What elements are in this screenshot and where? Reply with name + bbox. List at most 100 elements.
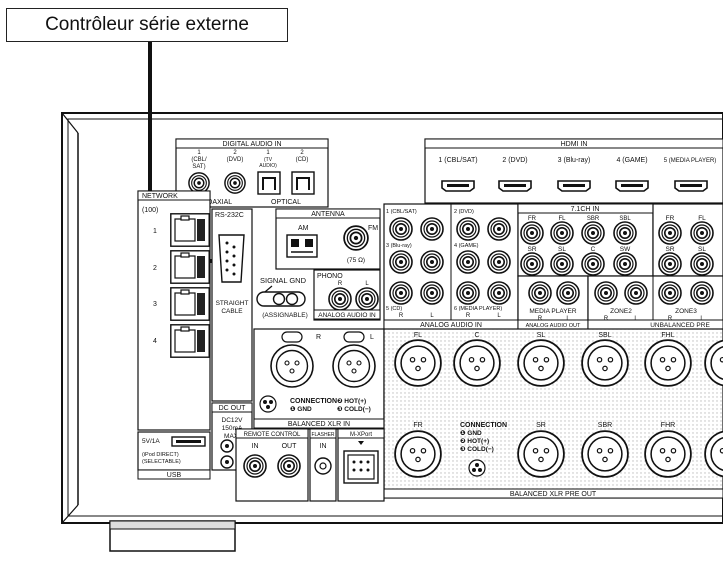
svg-text:SBR: SBR — [587, 216, 600, 222]
zone2-label: ZONE2 — [610, 308, 632, 315]
ch71-fl-jack[interactable] — [550, 221, 574, 245]
hdmi-port-5[interactable] — [674, 180, 708, 192]
xlr-pre-out-sl[interactable] — [517, 339, 565, 387]
svg-text:2: 2 — [153, 265, 157, 272]
ch71-c-jack[interactable] — [581, 252, 605, 276]
pre-out-fl-jack[interactable] — [690, 221, 714, 245]
xlr-pre-out-c[interactable] — [453, 339, 501, 387]
xlr-in-r[interactable] — [270, 344, 314, 388]
xlr-pre-out-fr[interactable] — [394, 430, 442, 478]
zone2-out-l[interactable] — [624, 281, 648, 305]
hdmi-port-4[interactable] — [615, 180, 649, 192]
svg-text:FL: FL — [698, 215, 706, 222]
zone2-out-r[interactable] — [594, 281, 618, 305]
ch71-sbl-jack[interactable] — [613, 221, 637, 245]
svg-text:L: L — [634, 316, 638, 322]
svg-text:IN: IN — [252, 443, 259, 450]
analog-in-2-l[interactable] — [487, 217, 511, 241]
phono-title: PHONO — [317, 273, 343, 280]
zone3-out-l[interactable] — [690, 281, 714, 305]
svg-text:SR: SR — [665, 246, 674, 253]
phono-jack-r[interactable] — [328, 287, 352, 311]
optical-port-1[interactable] — [257, 171, 281, 195]
lan-port-4[interactable] — [170, 324, 210, 358]
lan-port-2[interactable] — [170, 250, 210, 284]
ch71-sl-jack[interactable] — [550, 252, 574, 276]
svg-text:FL: FL — [558, 216, 566, 222]
xlr-pre-out-sr[interactable] — [517, 430, 565, 478]
xlr-in-l[interactable] — [332, 344, 376, 388]
svg-text:(iPod DIRECT): (iPod DIRECT) — [142, 452, 179, 458]
ch71-fr-jack[interactable] — [520, 221, 544, 245]
svg-text:1 (CBL/SAT): 1 (CBL/SAT) — [386, 209, 417, 215]
antenna-title: ANTENNA — [311, 211, 345, 218]
flasher-in-jack[interactable] — [314, 457, 332, 475]
svg-text:SW: SW — [620, 246, 631, 253]
analog-in-5-l[interactable] — [420, 281, 444, 305]
svg-text:C: C — [474, 332, 479, 339]
ch71-sbr-jack[interactable] — [581, 221, 605, 245]
hdmi-port-2[interactable] — [498, 180, 532, 192]
balanced-xlr-pre-out-title: BALANCED XLR PRE OUT — [510, 491, 597, 498]
svg-text:150mA: 150mA — [222, 425, 243, 432]
analog-in-1-r[interactable] — [389, 217, 413, 241]
remote-in-jack[interactable] — [243, 454, 267, 478]
analog-in-6-r[interactable] — [456, 281, 480, 305]
signal-gnd-label: SIGNAL GND — [260, 276, 307, 285]
svg-text:SR: SR — [527, 246, 536, 253]
remote-out-jack[interactable] — [277, 454, 301, 478]
xlr-pre-out-fhr[interactable] — [644, 430, 692, 478]
xlr-pre-out-sbr[interactable] — [581, 430, 629, 478]
signal-gnd-terminal[interactable] — [256, 285, 306, 307]
analog-in-3-r[interactable] — [389, 250, 413, 274]
optical-port-2[interactable] — [291, 171, 315, 195]
fm-antenna-jack[interactable] — [343, 225, 369, 251]
svg-text:2: 2 — [233, 150, 237, 156]
analog-in-1-l[interactable] — [420, 217, 444, 241]
hdmi-label-3: 3 (Blu-ray) — [558, 157, 591, 164]
analog-in-4-l[interactable] — [487, 250, 511, 274]
media-player-out-r[interactable] — [528, 281, 552, 305]
phono-section: SIGNAL GND PHONO R L (ASSIGNABLE) ANALOG… — [256, 269, 381, 321]
zone3-out-r[interactable] — [658, 281, 682, 305]
coaxial-jack-2[interactable] — [224, 172, 246, 194]
xlr-pre-out-fhl[interactable] — [644, 339, 692, 387]
svg-text:❷ HOT(+): ❷ HOT(+) — [460, 438, 489, 445]
svg-text:(CBL/: (CBL/ — [191, 157, 207, 163]
xlr-pre-out-fl[interactable] — [394, 339, 442, 387]
pre-out-fr-jack[interactable] — [658, 221, 682, 245]
analog-in-6-l[interactable] — [487, 281, 511, 305]
am-terminal[interactable] — [286, 234, 318, 258]
lan-port-3[interactable] — [170, 287, 210, 321]
analog-in-5-r[interactable] — [389, 281, 413, 305]
mxport-connector[interactable] — [343, 450, 379, 484]
ch71-sw-jack[interactable] — [613, 252, 637, 276]
analog-in-4-r[interactable] — [456, 250, 480, 274]
dc-out-title: DC OUT — [219, 405, 247, 412]
svg-text:R: R — [538, 316, 543, 322]
svg-text:SBL: SBL — [619, 216, 631, 222]
svg-text:MAX.: MAX. — [224, 433, 240, 440]
xlr-pre-out-sbl[interactable] — [581, 339, 629, 387]
pre-out-sr-jack[interactable] — [658, 252, 682, 276]
analog-in-2-r[interactable] — [456, 217, 480, 241]
hdmi-port-3[interactable] — [557, 180, 591, 192]
rs232c-port[interactable] — [218, 234, 245, 283]
analog-in-3-l[interactable] — [420, 250, 444, 274]
ch71-in-section: 7.1CH IN FR FL SBR SBL SR SL C SW — [517, 203, 654, 277]
lan-port-1[interactable] — [170, 213, 210, 247]
ch71-sr-jack[interactable] — [520, 252, 544, 276]
svg-text:5 (CD): 5 (CD) — [386, 306, 402, 312]
media-player-out-l[interactable] — [556, 281, 580, 305]
assignable-label: (ASSIGNABLE) — [262, 312, 308, 319]
hdmi-port-1[interactable] — [441, 180, 475, 192]
svg-text:1: 1 — [266, 150, 270, 156]
remote-control-title: REMOTE CONTROL — [244, 432, 301, 438]
svg-text:1: 1 — [153, 228, 157, 235]
svg-text:SAT): SAT) — [192, 164, 205, 170]
coaxial-jack-1[interactable] — [188, 172, 210, 194]
phono-jack-l[interactable] — [355, 287, 379, 311]
pre-out-sl-jack[interactable] — [690, 252, 714, 276]
usb-rating: 5V/1A — [142, 438, 160, 445]
